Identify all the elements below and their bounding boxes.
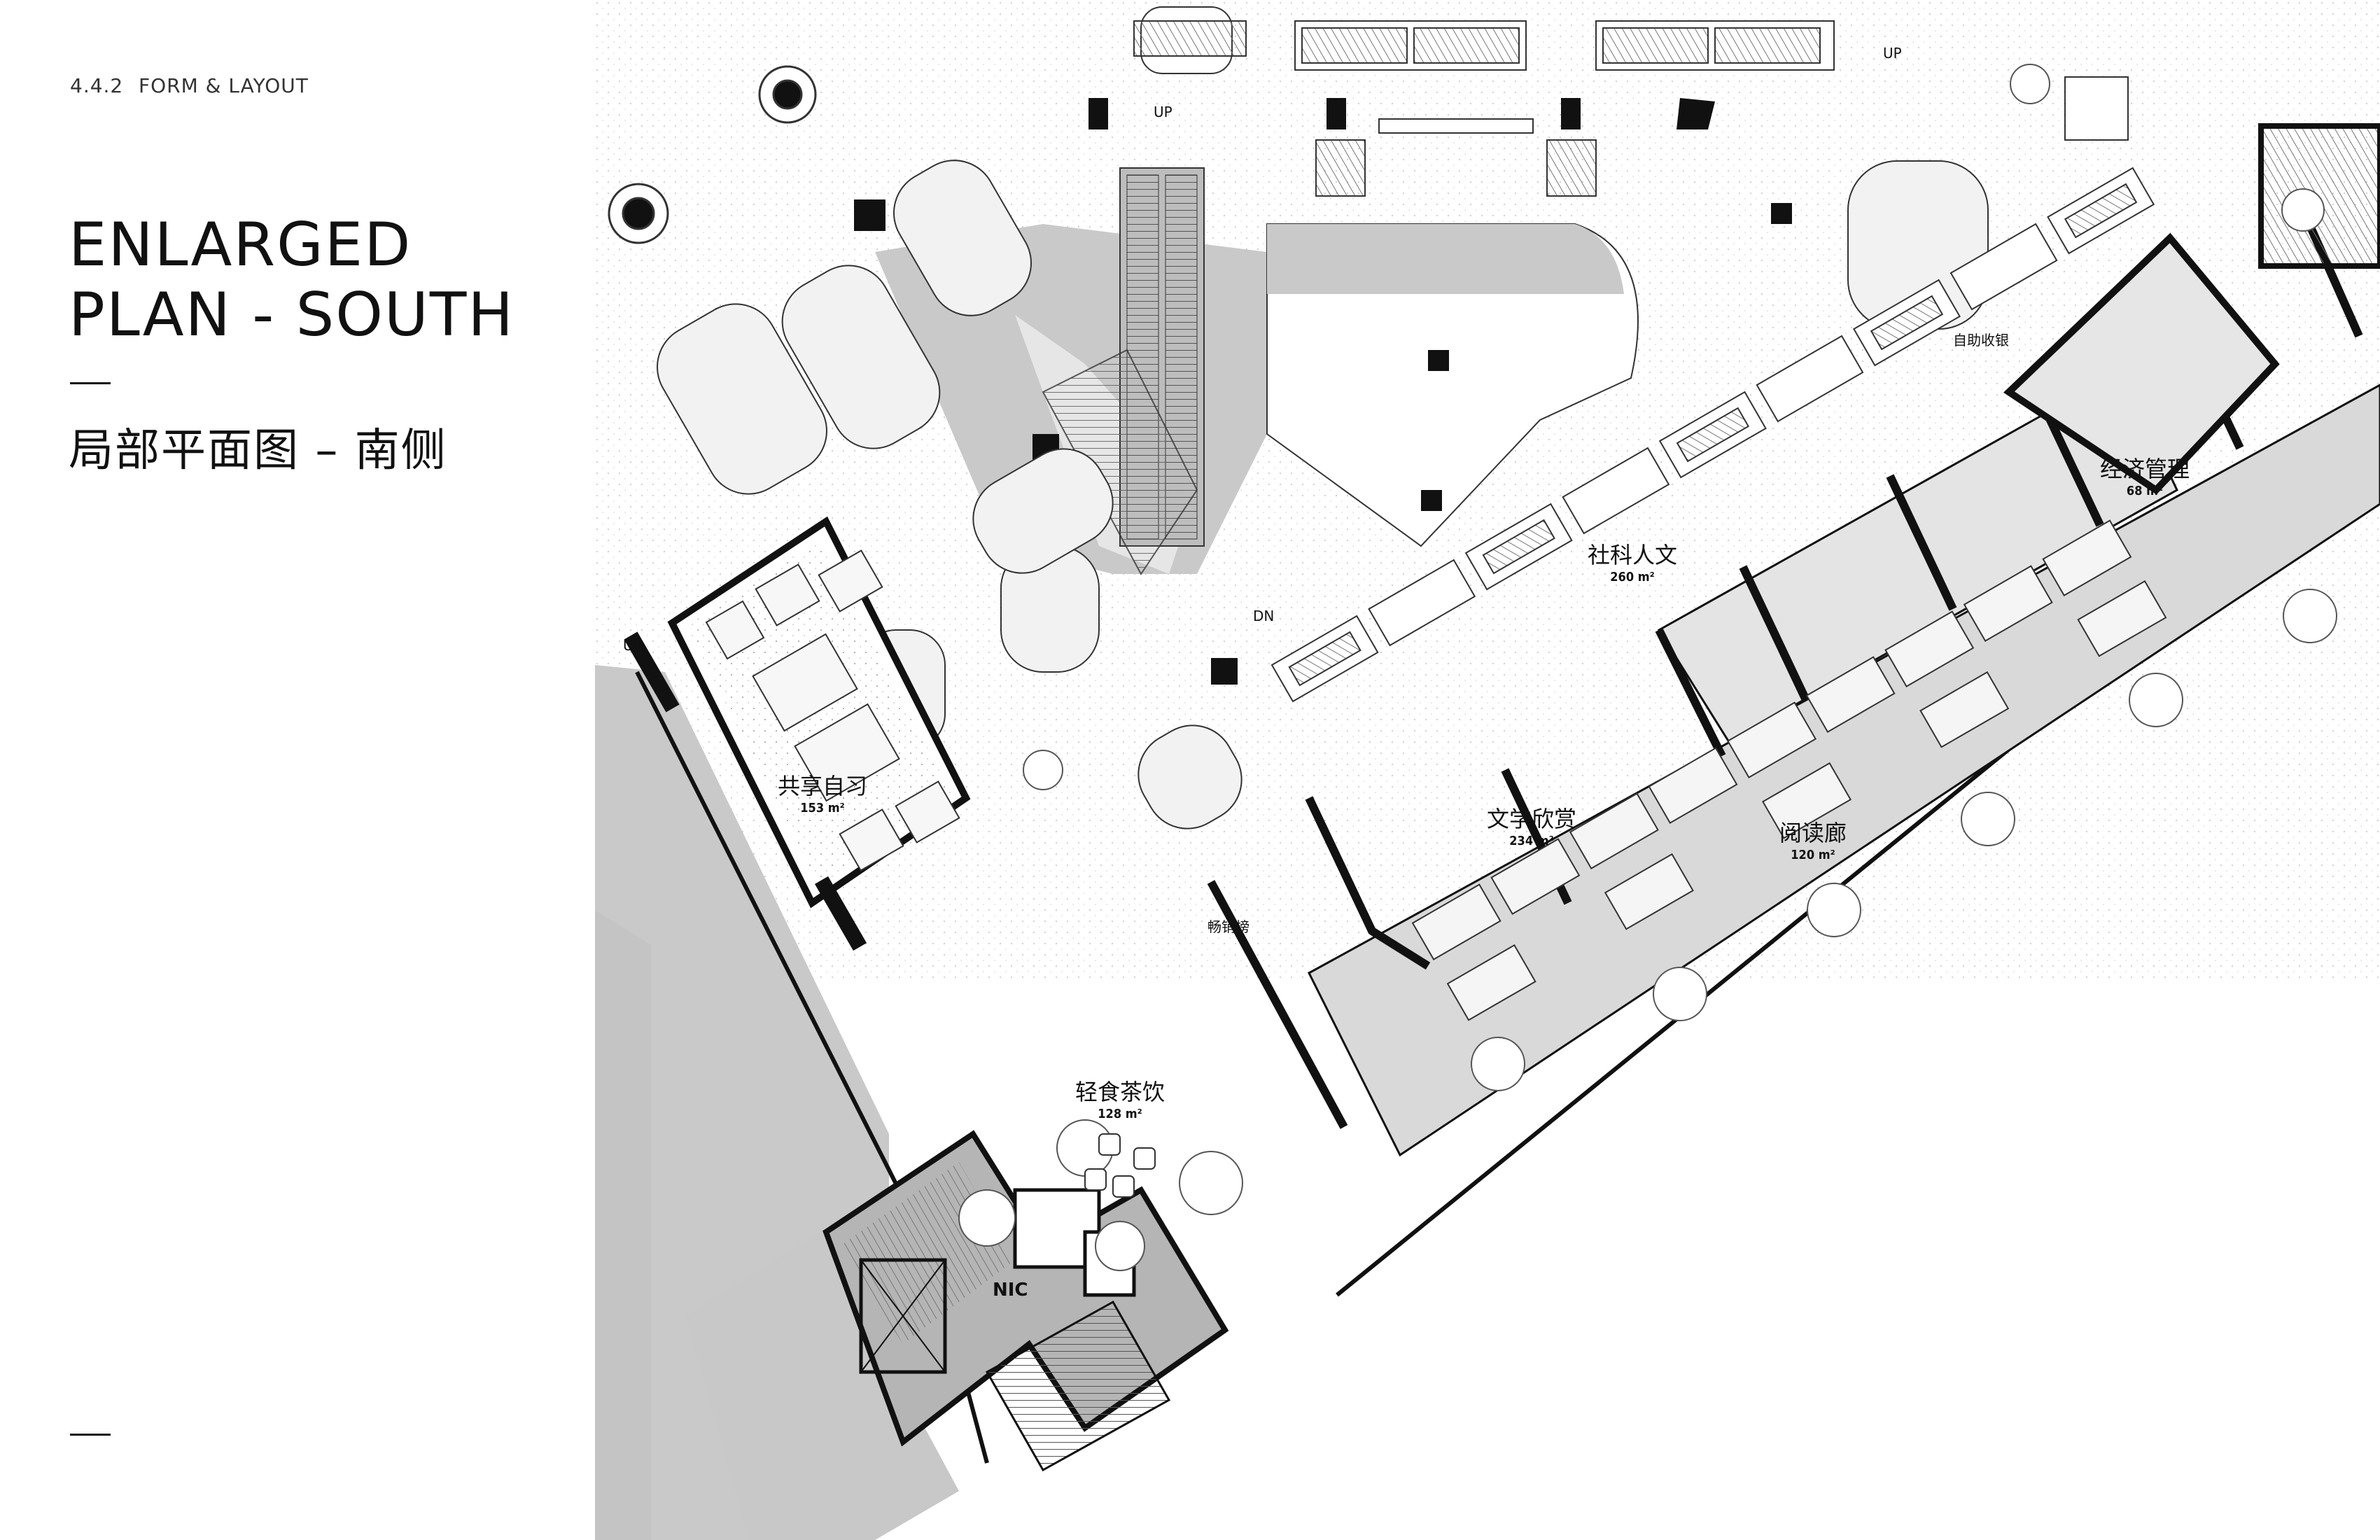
label-up-north: UP: [1154, 104, 1172, 120]
label-bestseller: 畅销榜: [1208, 918, 1250, 935]
room-shared-study: [624, 516, 971, 951]
room-area: 234 m²: [1509, 834, 1554, 848]
room-economics: [2003, 76, 2380, 495]
label-down: DN: [1253, 608, 1275, 624]
title-panel: 4.4.2 FORM & LAYOUT ENLARGED PLAN - SOUT…: [0, 0, 595, 1540]
label-up-northeast: UP: [1883, 45, 1902, 62]
label-nic: NIC: [993, 1280, 1028, 1301]
floor-plan-drawing: [595, 0, 2380, 1540]
room-area: 68 m²: [2126, 484, 2164, 498]
title-divider: [70, 382, 111, 384]
room-book-hall: [1207, 208, 2380, 1157]
room-name: 社科人文: [1587, 542, 1678, 568]
room-label-economics: 经济管理 68 m²: [2100, 455, 2190, 500]
title-line-1: ENLARGED: [69, 210, 412, 280]
room-name: 共享自习: [777, 773, 868, 799]
room-area: 120 m²: [1791, 848, 1835, 862]
room-name: 阅读廊: [1779, 820, 1847, 846]
room-area: 128 m²: [1098, 1107, 1142, 1121]
room-name: 文学欣赏: [1486, 806, 1577, 832]
section-name: FORM & LAYOUT: [139, 74, 309, 97]
bottom-divider: [70, 1434, 111, 1436]
floor-plan: 共享自习 153 m² 社科人文 260 m² 经济管理 68 m² 文学欣赏 …: [595, 0, 2380, 1540]
room-label-cafe: 轻食茶饮 128 m²: [1075, 1078, 1165, 1123]
room-label-literature: 文学欣赏 234 m²: [1487, 805, 1576, 850]
page-subtitle-cn: 局部平面图 – 南侧: [69, 425, 447, 477]
label-self-checkout: 自助收银: [1953, 332, 2009, 349]
section-number: 4.4.2: [70, 74, 124, 97]
escalator: [1042, 167, 1205, 575]
room-area: 153 m²: [800, 801, 845, 816]
room-area: 260 m²: [1610, 570, 1655, 584]
room-name: 轻食茶饮: [1074, 1079, 1166, 1105]
room-label-shared-study: 共享自习 153 m²: [778, 772, 867, 817]
room-name: 经济管理: [2099, 456, 2190, 482]
label-up-west: UP: [623, 637, 642, 654]
room-label-social-sciences: 社科人文 260 m²: [1588, 541, 1677, 586]
page-title: ENLARGED PLAN - SOUTH: [69, 210, 514, 350]
room-label-reading-gallery: 阅读廊 120 m²: [1779, 819, 1847, 864]
title-line-2: PLAN - SOUTH: [69, 280, 515, 350]
